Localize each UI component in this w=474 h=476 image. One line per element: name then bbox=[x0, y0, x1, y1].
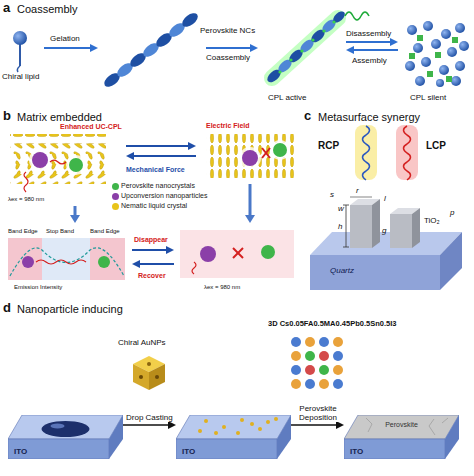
state-label: CPL active bbox=[268, 93, 306, 102]
effect-label: Enhanced UC-CPL bbox=[60, 123, 122, 131]
step-label: Disappear bbox=[134, 236, 168, 244]
step-label: Gelation bbox=[50, 34, 80, 43]
dimension-label: l bbox=[384, 194, 386, 203]
formula-label: 3D Cs0.05FA0.5MA0.45Pb0.5Sn0.5I3 bbox=[268, 320, 396, 329]
step-label: Drop Casting bbox=[126, 413, 173, 422]
liquid-crystal-scheme bbox=[8, 134, 296, 280]
dimension-label: p bbox=[450, 208, 454, 217]
step-label: Coassembly bbox=[206, 53, 250, 62]
legend-text: Nematic liquid crystal bbox=[121, 202, 187, 210]
legend-swatch bbox=[112, 203, 119, 210]
panel-letter: b bbox=[3, 109, 11, 124]
component-label: Perovskite NCs bbox=[200, 26, 255, 35]
polarization-label: LCP bbox=[426, 140, 446, 152]
film-label: Perovskite bbox=[385, 421, 418, 429]
state-label: CPL silent bbox=[410, 93, 446, 102]
panel-letter: c bbox=[304, 109, 311, 124]
ito-substrate: ITO bbox=[176, 415, 291, 459]
material-label: TiO₂ bbox=[424, 216, 440, 225]
excitation-label: λex = 980 nm bbox=[204, 284, 240, 291]
legend-text: Upconversion nanoparticles bbox=[121, 192, 207, 200]
ito-substrate: ITO bbox=[8, 415, 123, 459]
metasurface-scheme bbox=[310, 125, 462, 290]
step-label: Disassembly bbox=[346, 29, 391, 38]
panel-title: Matrix embedded bbox=[17, 111, 102, 124]
material-label: Quartz bbox=[330, 266, 354, 275]
band-label: Band Edge bbox=[90, 228, 120, 235]
band-label: Band Edge bbox=[8, 228, 38, 235]
legend-swatch bbox=[112, 193, 119, 200]
excitation-label: λex = 980 nm bbox=[8, 196, 44, 203]
legend-text: Perovskite nanocrystals bbox=[121, 182, 195, 190]
panel-title: Metasurface synergy bbox=[318, 111, 420, 124]
stimulus-label: Electric Field bbox=[206, 122, 250, 130]
dimension-label: h bbox=[338, 222, 342, 231]
panel-letter: d bbox=[3, 301, 11, 316]
component-label: Chiral lipid bbox=[2, 72, 39, 81]
band-label: Stop Band bbox=[46, 228, 74, 235]
step-label: Perovskite Deposition bbox=[293, 404, 343, 422]
panel-letter: a bbox=[3, 1, 10, 16]
axis-label: Emission Intensity bbox=[14, 284, 62, 291]
substrate-label: ITO bbox=[350, 447, 363, 456]
coassembly-scheme bbox=[13, 9, 469, 89]
dimension-label: g bbox=[382, 226, 386, 235]
component-label: Chiral AuNPs bbox=[118, 338, 166, 347]
stimulus-label: Mechanical Force bbox=[126, 166, 185, 174]
legend-swatch bbox=[112, 183, 119, 190]
substrate-label: ITO bbox=[182, 447, 195, 456]
dimension-label: r bbox=[356, 186, 359, 195]
polarization-label: RCP bbox=[318, 140, 339, 152]
process-arrow bbox=[123, 421, 176, 429]
substrate-label: ITO bbox=[14, 447, 27, 456]
panel-title: Coassembly bbox=[17, 3, 78, 16]
ito-substrate: PerovskiteITO bbox=[344, 415, 459, 459]
panel-title: Nanoparticle inducing bbox=[17, 303, 123, 316]
step-label: Assembly bbox=[352, 56, 387, 65]
step-label: Recover bbox=[138, 272, 166, 280]
dimension-label: s bbox=[330, 190, 334, 199]
dimension-label: w bbox=[338, 204, 344, 213]
